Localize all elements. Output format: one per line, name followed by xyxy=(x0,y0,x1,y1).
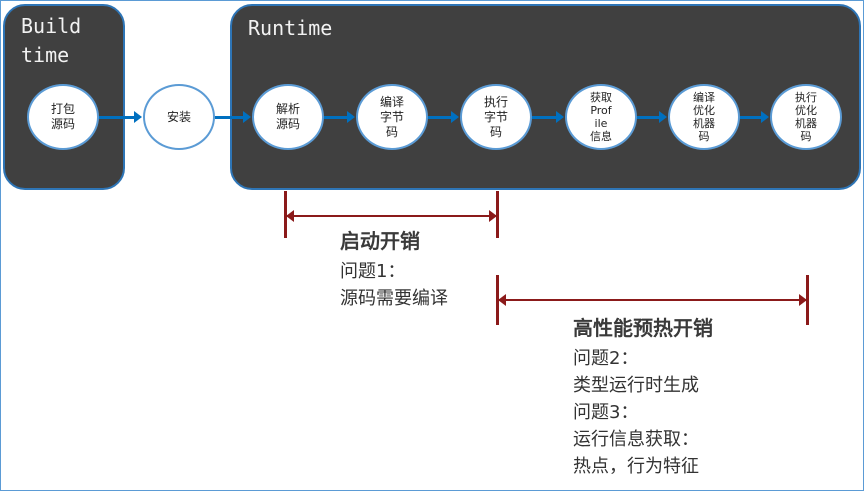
warmup-start-marker xyxy=(496,275,499,325)
runtime-panel: Runtime xyxy=(230,4,861,190)
startup-overhead-note: 问题1： 源码需要编译 xyxy=(340,261,448,309)
flow-arrow xyxy=(99,111,142,123)
node-package-source: 打包 源码 xyxy=(27,84,99,150)
build-time-title: Build time xyxy=(21,14,82,67)
node-execute-bytecode: 执行 字节 码 xyxy=(460,84,532,150)
flow-arrow xyxy=(215,111,251,123)
startup-end-marker xyxy=(496,191,499,238)
startup-span-line xyxy=(286,210,497,222)
node-compile-bytecode: 编译 字节 码 xyxy=(356,84,428,150)
build-time-panel: Build time xyxy=(3,4,125,190)
flow-arrow xyxy=(324,111,355,123)
node-execute-optimized: 执行 优化 机器 码 xyxy=(770,84,842,150)
runtime-title: Runtime xyxy=(248,16,333,40)
warmup-span-line xyxy=(498,294,807,306)
flow-arrow xyxy=(740,111,769,123)
node-compile-optimized: 编译 优化 机器 码 xyxy=(668,84,740,150)
startup-overhead-title: 启动开销 xyxy=(340,229,420,253)
warmup-end-marker xyxy=(806,275,809,325)
node-get-profile: 获取 Prof ile 信息 xyxy=(565,84,637,150)
flow-arrow xyxy=(637,111,667,123)
node-parse-source: 解析 源码 xyxy=(252,84,324,150)
startup-start-marker xyxy=(284,191,287,238)
node-install: 安装 xyxy=(143,84,215,150)
warmup-overhead-title: 高性能预热开销 xyxy=(573,316,713,340)
warmup-overhead-note: 问题2： 类型运行时生成 问题3： 运行信息获取： 热点，行为特征 xyxy=(573,348,699,477)
flow-arrow xyxy=(428,111,459,123)
flow-arrow xyxy=(532,111,564,123)
